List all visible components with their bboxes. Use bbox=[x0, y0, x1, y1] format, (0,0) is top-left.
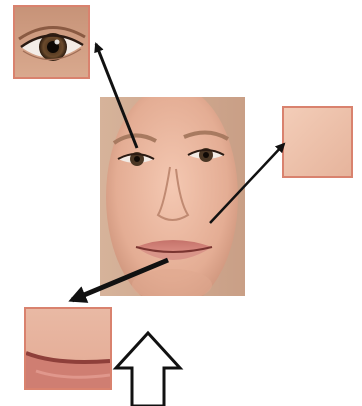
up-arrow-outline-icon bbox=[116, 333, 180, 406]
arrow-to-eye-crop bbox=[96, 44, 137, 148]
arrow-to-lip-crop bbox=[72, 260, 168, 300]
arrow-to-skin-crop bbox=[210, 144, 284, 223]
